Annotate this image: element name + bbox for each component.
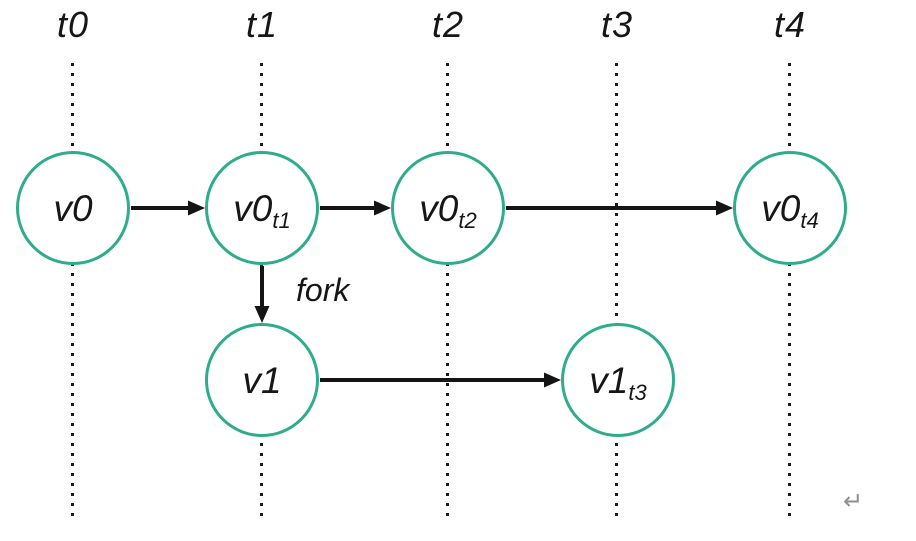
timeline-label-t2: t2 xyxy=(431,4,465,45)
timeline-label-t3: t3 xyxy=(600,4,634,45)
node-v0t4-label: v0 xyxy=(761,187,801,229)
node-v0t2-subscript: t2 xyxy=(458,208,477,233)
timeline-label-t0: t0 xyxy=(56,4,90,45)
node-v1t3-subscript: t3 xyxy=(628,380,647,405)
timeline-line-t4 xyxy=(788,63,791,518)
timeline-label-t1: t1 xyxy=(245,4,279,45)
timeline-line-t3 xyxy=(615,63,618,518)
node-v0t4-subscript: t4 xyxy=(800,208,819,233)
node-v0-label: v0 xyxy=(53,187,93,229)
timeline-line-t2 xyxy=(446,63,449,518)
paragraph-return-mark-icon: ↵ xyxy=(843,488,864,515)
edge-v1-to-v1t3 xyxy=(320,372,561,388)
node-v0t2-label: v0 xyxy=(419,187,459,229)
timeline-line-t0 xyxy=(71,63,74,518)
timeline-line-t1 xyxy=(260,63,263,518)
edge-v0-to-v0t1 xyxy=(131,200,205,216)
node-v1t3-label: v1 xyxy=(589,359,629,401)
node-v0t1-subscript: t1 xyxy=(272,208,291,233)
node-v1: v1 xyxy=(205,323,319,437)
edge-v0t2-to-v0t4 xyxy=(506,200,733,216)
timeline-label-t4: t4 xyxy=(773,4,807,45)
node-v1-label: v1 xyxy=(242,359,282,401)
edge-v0t1-to-v0t2 xyxy=(320,200,391,216)
node-v0t1-label: v0 xyxy=(233,187,273,229)
edge-label-fork: fork xyxy=(296,272,350,308)
node-v0: v0 xyxy=(16,151,130,265)
